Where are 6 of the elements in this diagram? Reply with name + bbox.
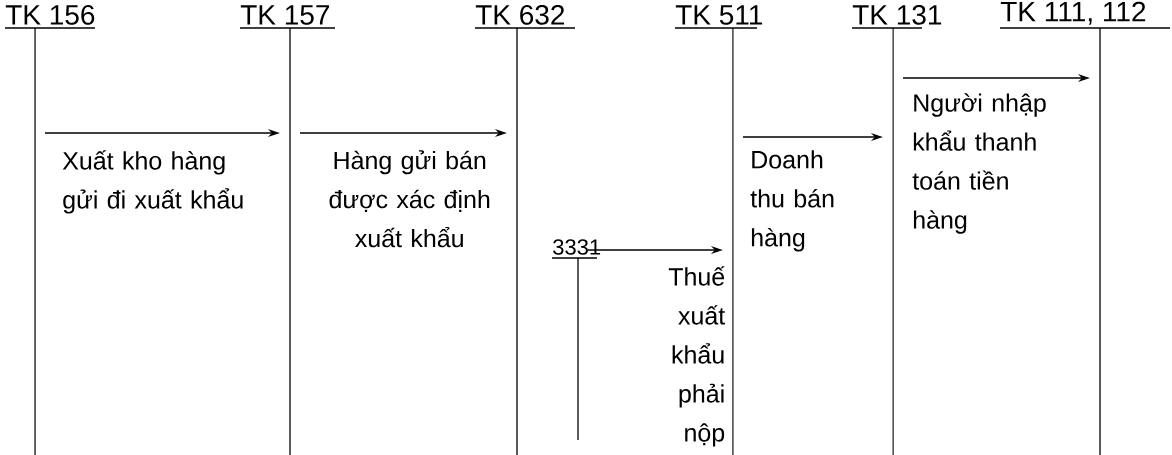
edge-label: Xuất kho hàng gửi đi xuất khẩu bbox=[62, 150, 243, 214]
edge-label: Doanh thu bán hàng bbox=[750, 150, 834, 252]
edge-label: Hàng gửi bán được xác định xuất khẩu bbox=[329, 150, 490, 248]
edge-label: Thuế xuất khẩu phải nộp bbox=[668, 266, 725, 447]
edge-label: Người nhập khẩu thanh toán tiền hàng bbox=[912, 93, 1046, 234]
t-account: 3331 bbox=[551, 239, 601, 441]
